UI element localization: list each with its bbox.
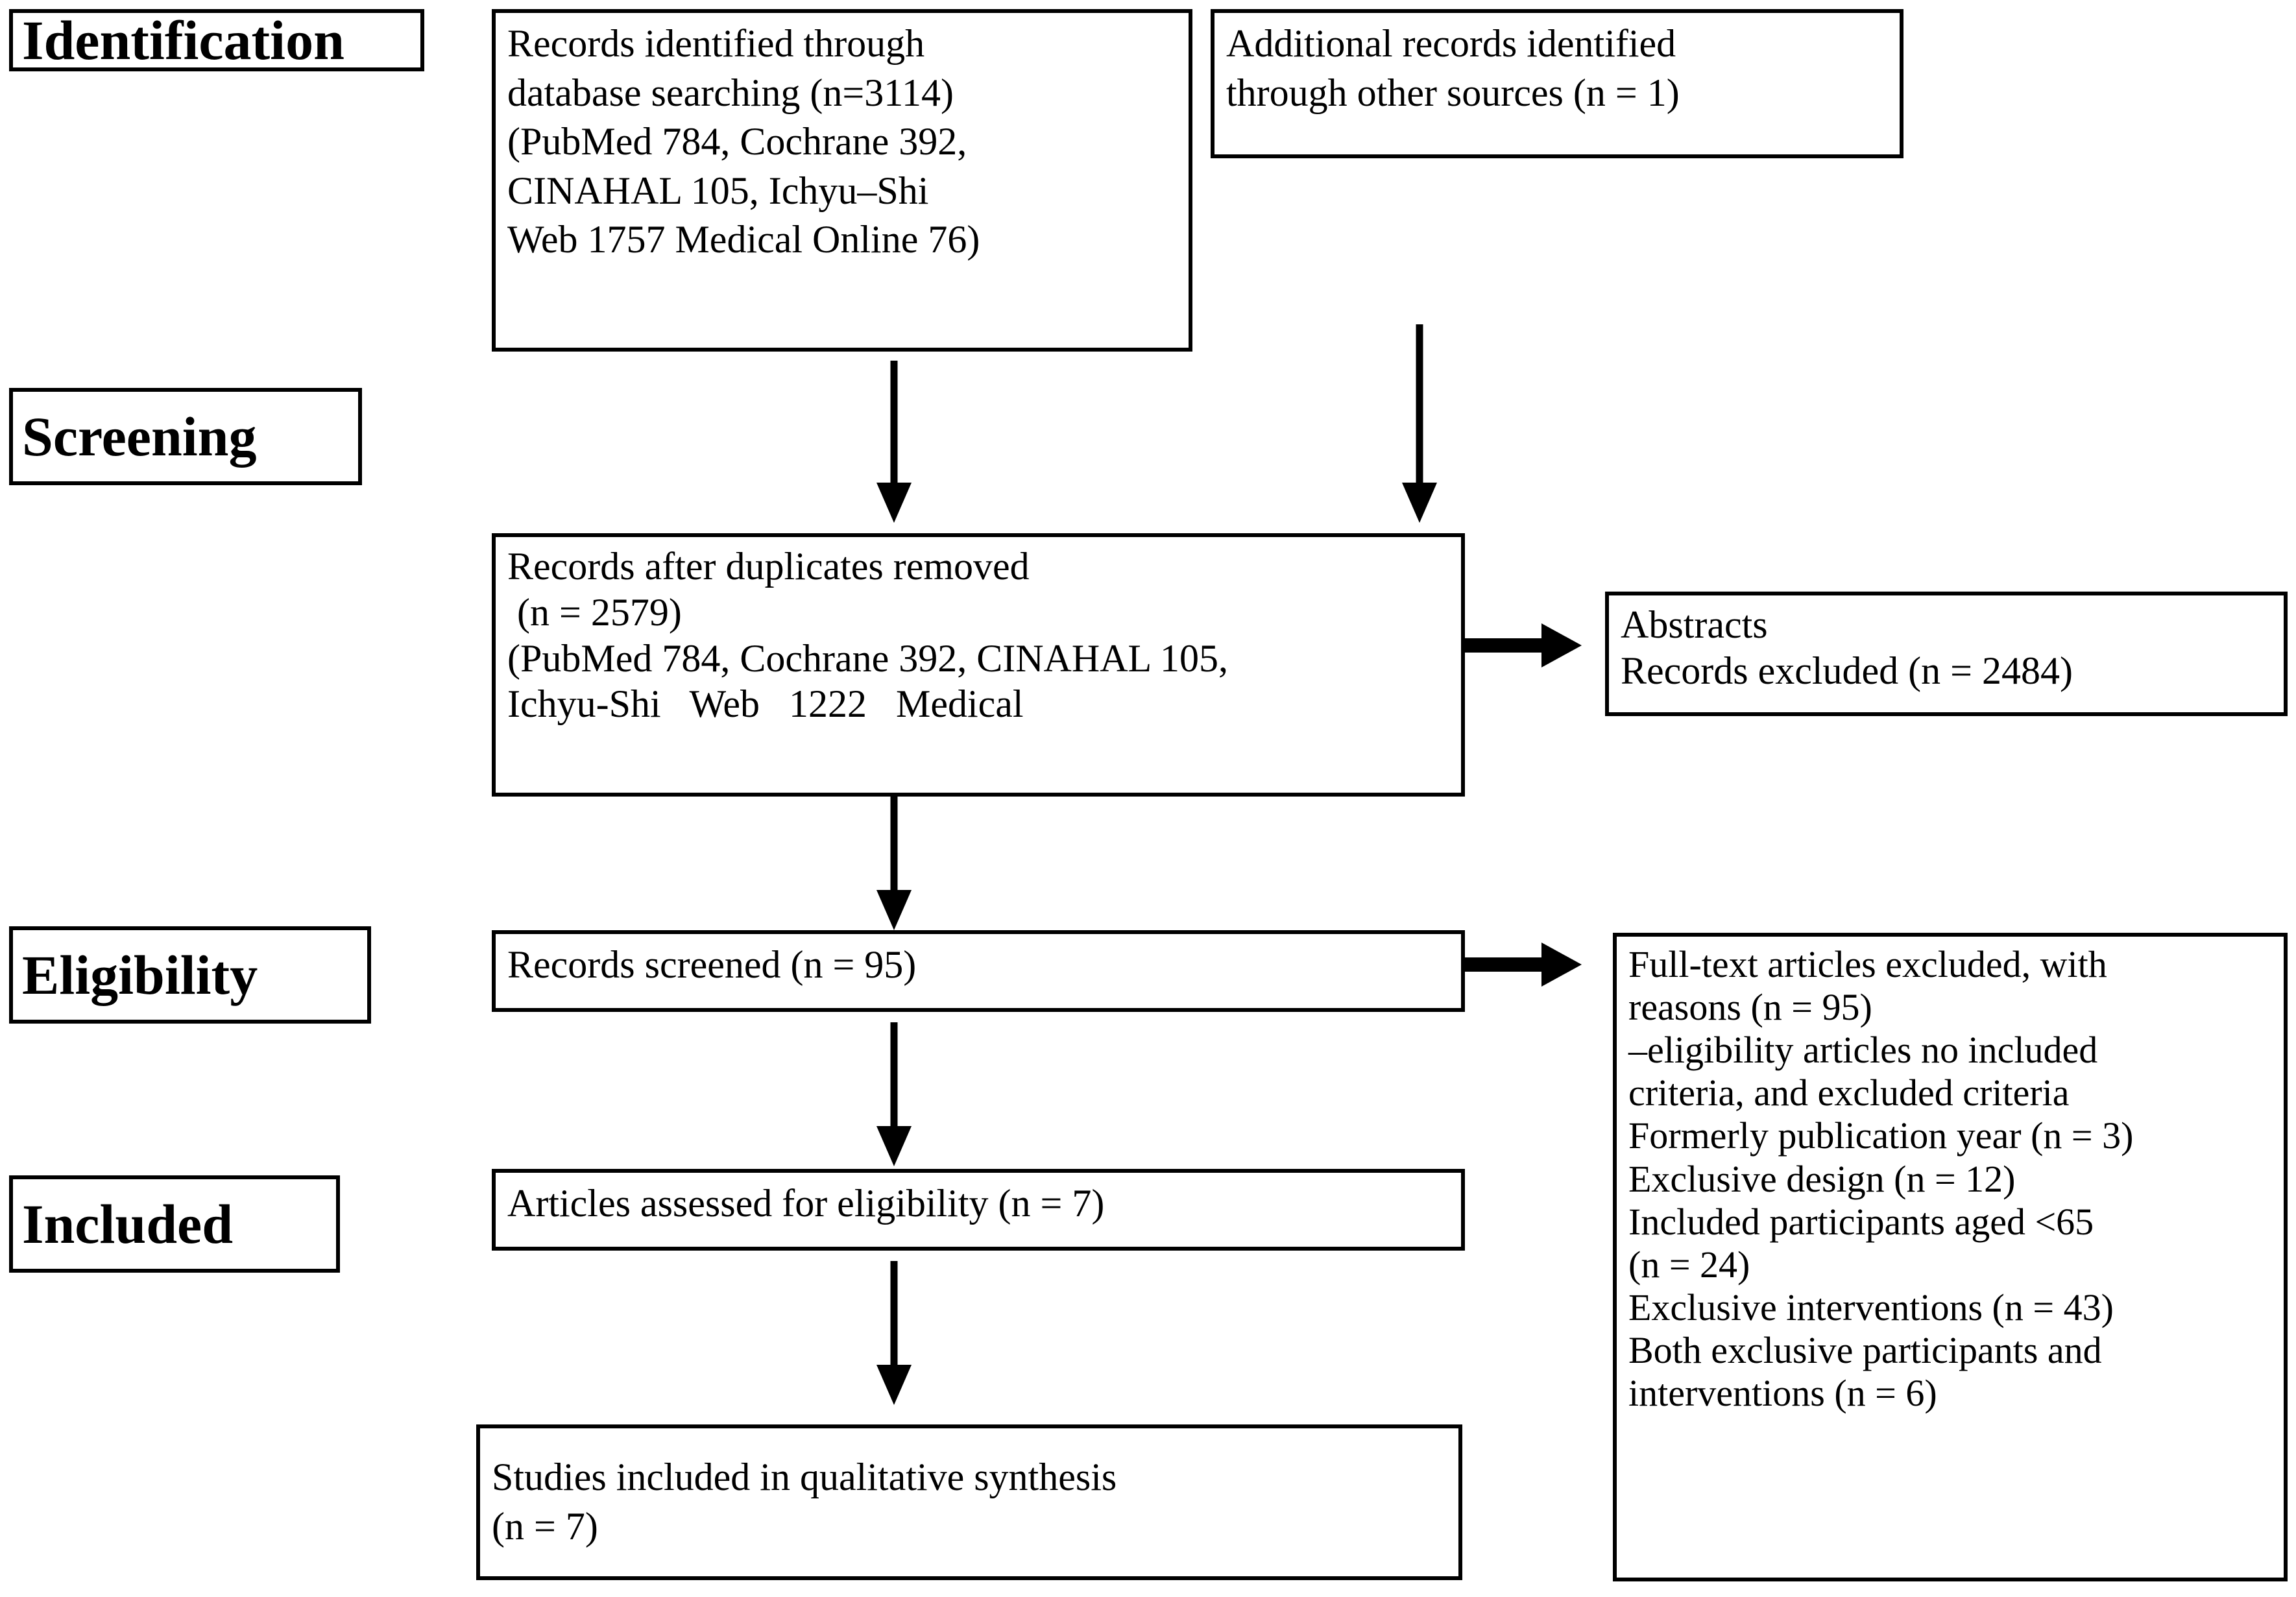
arrow-head xyxy=(1541,943,1582,987)
box-records-identified-database: Records identified through database sear… xyxy=(492,9,1192,352)
abstracts-excluded-text: Abstracts Records excluded (n = 2484) xyxy=(1621,603,2073,692)
arrow-head xyxy=(1402,483,1437,523)
arrow-head xyxy=(876,1365,912,1405)
stage-label-screening: Screening xyxy=(22,405,257,468)
box-records-screened: Records screened (n = 95) xyxy=(492,930,1465,1012)
arrow-assessed-to-included xyxy=(875,1261,913,1405)
arrow-shaft xyxy=(890,1261,898,1365)
arrow-shaft xyxy=(890,1022,898,1126)
arrow-screened-to-assessed xyxy=(875,1022,913,1166)
articles-assessed-text: Articles assessed for eligibility (n = 7… xyxy=(507,1182,1105,1225)
arrow-shaft xyxy=(1416,324,1423,483)
arrow-shaft xyxy=(1464,957,1548,972)
arrow-shaft xyxy=(1464,638,1548,653)
box-records-after-duplicates: Records after duplicates removed (n = 25… xyxy=(492,533,1465,797)
full-text-excluded-text: Full-text articles excluded, with reason… xyxy=(1628,943,2134,1415)
stage-box-eligibility: Eligibility xyxy=(9,926,371,1024)
arrow-identified-to-dedup xyxy=(875,361,913,523)
duplicates-removed-text: Records after duplicates removed (n = 25… xyxy=(507,545,1228,726)
records-screened-text: Records screened (n = 95) xyxy=(507,943,917,986)
stage-box-included: Included xyxy=(9,1175,340,1273)
stage-label-eligibility: Eligibility xyxy=(22,944,258,1006)
additional-records-text: Additional records identified through ot… xyxy=(1226,22,1680,114)
arrow-shaft xyxy=(890,361,898,483)
arrow-additional-to-dedup xyxy=(1400,324,1439,523)
box-studies-included-qualitative-synthesis: Studies included in qualitative synthesi… xyxy=(476,1424,1462,1580)
arrow-head xyxy=(876,890,912,930)
box-articles-assessed-eligibility: Articles assessed for eligibility (n = 7… xyxy=(492,1169,1465,1251)
records-identified-text: Records identified through database sear… xyxy=(507,22,980,261)
arrow-screened-to-fulltext-excluded xyxy=(1464,942,1582,987)
stage-box-identification: Identification xyxy=(9,9,424,71)
stage-label-identification: Identification xyxy=(22,9,344,71)
arrow-head xyxy=(876,1126,912,1166)
arrow-shaft xyxy=(890,797,898,890)
box-additional-records: Additional records identified through ot… xyxy=(1211,9,1903,158)
box-full-text-articles-excluded: Full-text articles excluded, with reason… xyxy=(1613,933,2288,1581)
stage-box-screening: Screening xyxy=(9,388,362,485)
arrow-dedup-to-screened xyxy=(875,797,913,930)
stage-label-included: Included xyxy=(22,1193,234,1255)
arrow-dedup-to-abstracts-excluded xyxy=(1464,623,1582,668)
box-abstracts-records-excluded: Abstracts Records excluded (n = 2484) xyxy=(1605,592,2288,716)
studies-included-text: Studies included in qualitative synthesi… xyxy=(492,1456,1117,1548)
arrow-head xyxy=(1541,623,1582,667)
arrow-head xyxy=(876,483,912,523)
